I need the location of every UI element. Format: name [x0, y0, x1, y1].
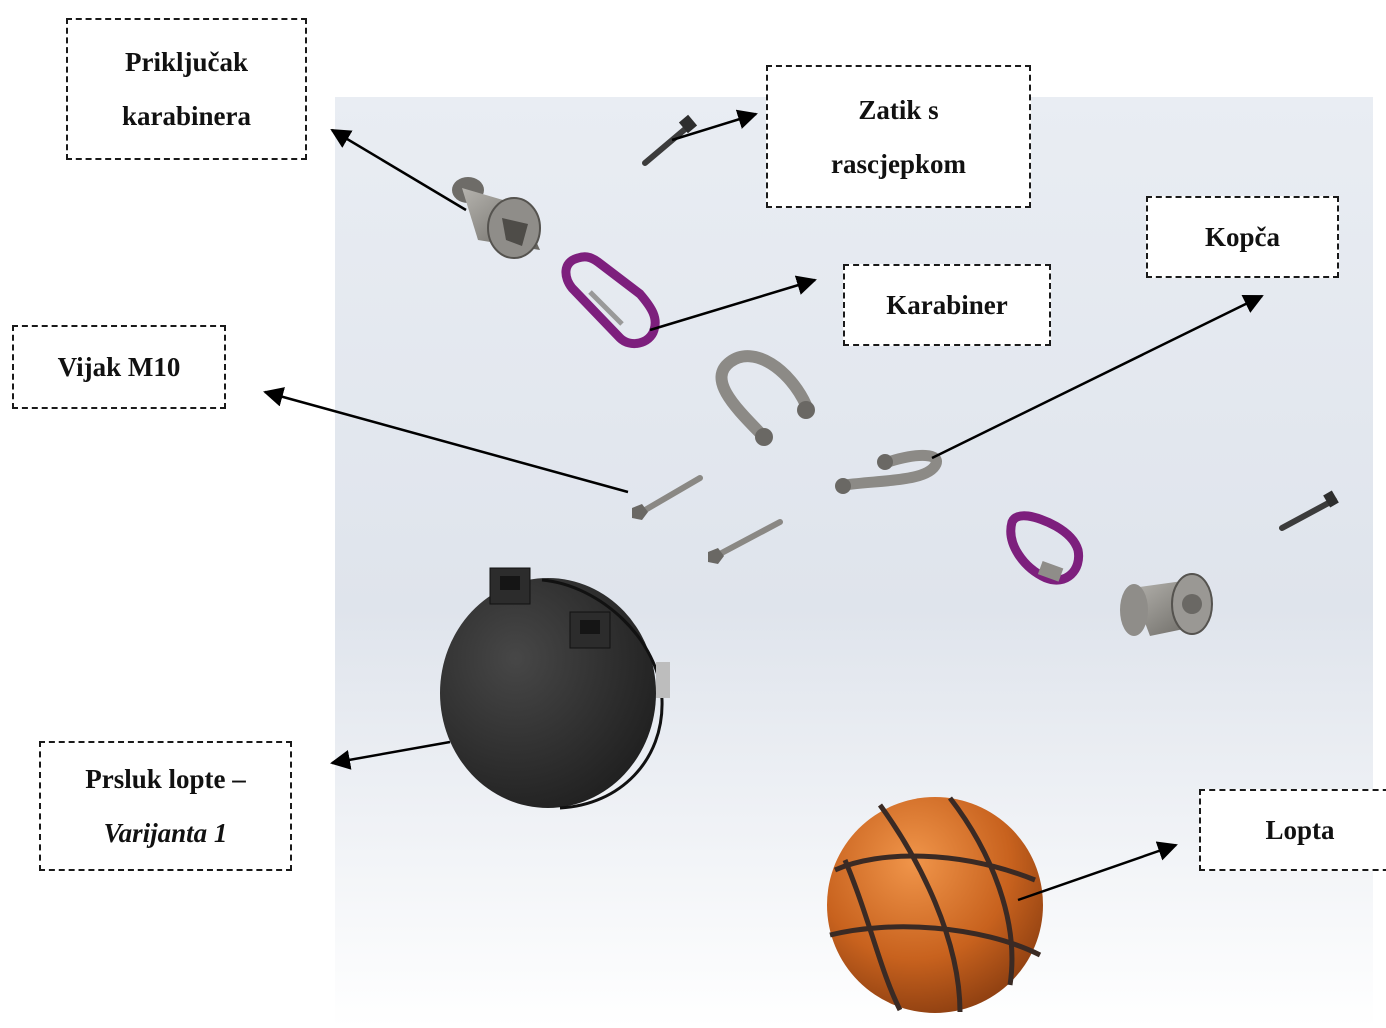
- label-bolt: Vijak M10: [12, 325, 226, 409]
- shackle-upper: [715, 350, 815, 446]
- arrow-zatik: [671, 109, 758, 142]
- label-ball-text: Lopta: [1265, 815, 1335, 845]
- label-vest-line2: Varijanta 1: [103, 818, 228, 848]
- cotter-pin-right: [1279, 490, 1339, 531]
- label-connector-line1: Priključak: [124, 47, 248, 77]
- arrow-prsluk: [330, 740, 451, 770]
- label-connector: Priključak karabinera: [66, 18, 307, 160]
- bolt-m10-a: [632, 475, 703, 520]
- arrow-vijak: [263, 387, 629, 494]
- connector-top-part: [452, 177, 541, 259]
- label-shackle: Kopča: [1146, 196, 1339, 278]
- arrow-prikljucak: [330, 128, 467, 212]
- carabiner-lower: [1006, 511, 1084, 585]
- connector-lower-part: [1120, 573, 1213, 636]
- label-vest-line1: Prsluk lopte –: [85, 764, 246, 794]
- label-cotter-pin: Zatik s rascjepkom: [766, 65, 1031, 208]
- label-connector-line2: karabinera: [121, 101, 251, 131]
- ball-vest-part: [440, 567, 670, 810]
- cotter-pin-top: [642, 114, 698, 166]
- basketball-part: [827, 796, 1043, 1013]
- label-cotter-pin-line2: rascjepkom: [831, 148, 966, 179]
- label-cotter-pin-line1: Zatik s: [858, 94, 939, 125]
- label-vest: Prsluk lopte – Varijanta 1: [39, 741, 292, 871]
- bolt-m10-b: [708, 519, 783, 564]
- shackle-lower: [835, 449, 942, 494]
- label-shackle-text: Kopča: [1204, 222, 1280, 252]
- label-carabiner: Karabiner: [843, 264, 1051, 346]
- label-bolt-text: Vijak M10: [57, 352, 181, 382]
- label-carabiner-text: Karabiner: [886, 290, 1008, 320]
- arrow-kopca: [931, 294, 1264, 460]
- arrow-lopta: [1017, 841, 1178, 902]
- label-ball: Lopta: [1199, 789, 1386, 871]
- arrow-karabiner: [649, 275, 817, 332]
